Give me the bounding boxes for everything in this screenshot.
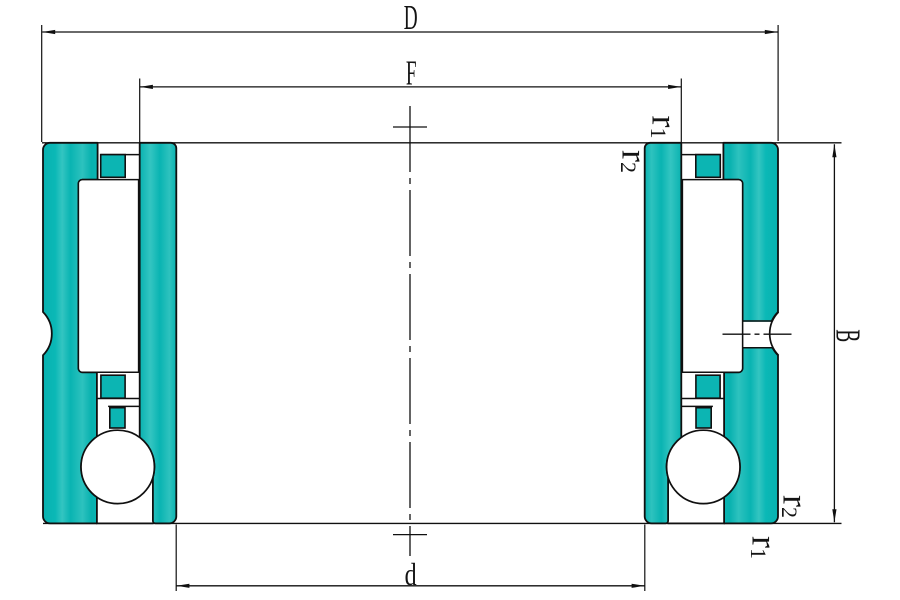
svg-text:D: D (404, 0, 418, 38)
svg-text:F: F (406, 55, 417, 93)
svg-text:B: B (828, 329, 866, 342)
svg-text:d: d (405, 558, 417, 593)
